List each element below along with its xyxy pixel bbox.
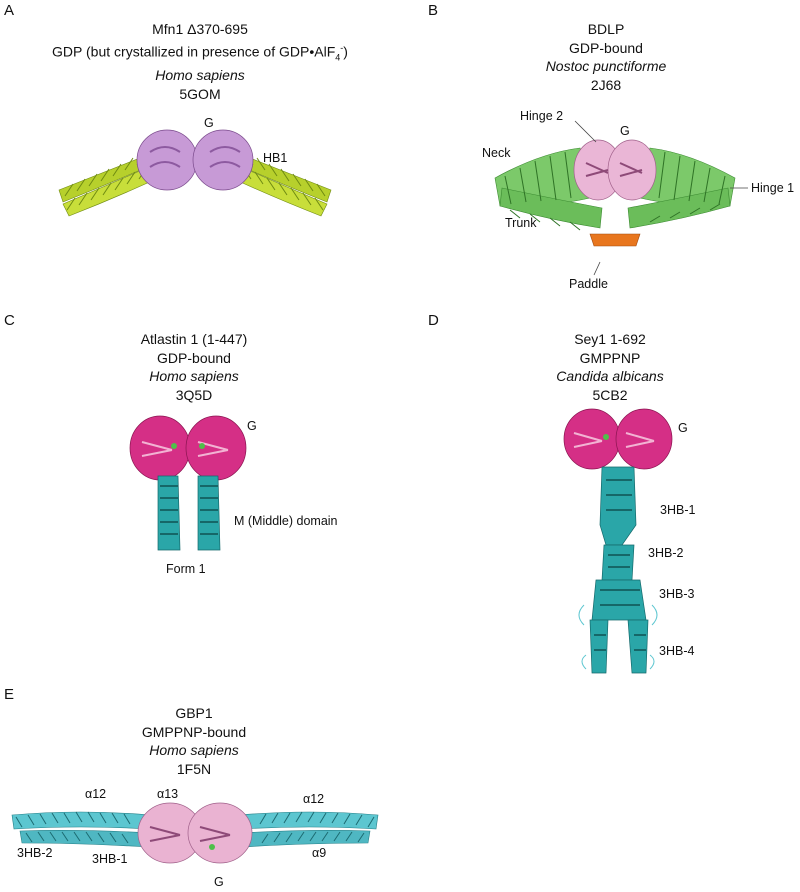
panel-b-state: GDP-bound [569, 39, 643, 56]
sey1-3hb1-label: 3HB-1 [660, 503, 696, 517]
bdlp-neck-label: Neck [482, 146, 511, 160]
panel-a-species: Homo sapiens [155, 67, 245, 84]
sey1-helical-bundles [578, 466, 658, 674]
panel-a-protein: Mfn1 Δ370-695 [152, 21, 248, 37]
panel-letter-e: E [4, 686, 15, 703]
sey1-3hb3-label: 3HB-3 [659, 587, 695, 601]
atlastin-g-domains [129, 415, 247, 481]
bdlp-structure [494, 139, 736, 247]
panel-d-protein: Sey1 1-692 [574, 331, 646, 347]
sey1-3hb2-label: 3HB-2 [648, 546, 684, 560]
panel-letter-d: D [428, 312, 439, 329]
panel-a-caption: Mfn1 Δ370-695 GDP (but crystallized in p… [20, 20, 380, 103]
panel-b-pdb: 2J68 [590, 76, 622, 93]
mfn1-g-domains [136, 129, 254, 191]
panel-e-caption: GBP1 GMPPNP-bound Homo sapiens 1F5N [14, 704, 374, 778]
sey1-3hb4-label: 3HB-4 [659, 644, 695, 658]
gbp1-g-label: G [214, 875, 224, 889]
panel-b-species: Nostoc punctiforme [545, 58, 667, 74]
panel-b-protein: BDLP [587, 21, 625, 37]
sey1-structure [563, 408, 673, 674]
bdlp-trunk-label: Trunk [505, 216, 537, 230]
panel-c-protein: Atlastin 1 (1-447) [140, 331, 248, 347]
bdlp-paddle [589, 233, 641, 247]
bdlp-g-label: G [620, 124, 630, 138]
atlastin-structure [129, 415, 247, 551]
sey1-g-label: G [678, 421, 688, 435]
panel-e-species: Homo sapiens [149, 742, 239, 758]
bdlp-hinge1-label: Hinge 1 [751, 181, 795, 195]
panel-a-pdb: 5GOM [179, 85, 221, 102]
gbp1-3hb2-label: 3HB-2 [17, 846, 53, 860]
sey1-g-domains [563, 408, 673, 470]
atlastin-form-label: Form 1 [166, 562, 206, 576]
panel-e-protein: GBP1 [175, 705, 213, 721]
panel-d-species: Candida albicans [556, 368, 664, 384]
panel-d-state: GMPPNP [579, 349, 641, 366]
gbp1-a9-label: α9 [312, 846, 327, 860]
atlastin-middle-domains [157, 475, 221, 551]
atlastin-middle-label: M (Middle) domain [234, 514, 338, 528]
gbp1-structure [11, 802, 379, 864]
gbp1-left-helices [11, 811, 151, 848]
panel-e-pdb: 1F5N [176, 760, 212, 777]
panel-c-caption: Atlastin 1 (1-447) GDP-bound Homo sapien… [14, 330, 374, 404]
gbp1-g-domains [137, 802, 253, 864]
panel-b-caption: BDLP GDP-bound Nostoc punctiforme 2J68 [426, 20, 786, 94]
panel-letter-a: A [4, 2, 15, 19]
bdlp-hinge2-label: Hinge 2 [520, 109, 564, 123]
gbp1-a12-right-label: α12 [303, 792, 325, 806]
mfn1-g-label: G [204, 116, 214, 130]
panel-c-species: Homo sapiens [149, 368, 239, 384]
bdlp-g-domains [573, 139, 657, 201]
gbp1-a13-label: α13 [157, 787, 179, 801]
gbp1-right-helices [239, 811, 379, 848]
gbp1-3hb1-label: 3HB-1 [92, 852, 128, 866]
panel-letter-c: C [4, 312, 15, 329]
panel-d-pdb: 5CB2 [592, 386, 628, 403]
panel-letter-b: B [428, 2, 439, 19]
panel-c-pdb: 3Q5D [175, 386, 213, 403]
panel-d-caption: Sey1 1-692 GMPPNP Candida albicans 5CB2 [430, 330, 790, 404]
mfn1-hb1-label: HB1 [263, 151, 288, 165]
bdlp-paddle-label: Paddle [569, 277, 608, 291]
panel-e-state: GMPPNP-bound [141, 723, 247, 740]
mfn1-structure [58, 129, 332, 217]
panel-c-state: GDP-bound [157, 349, 231, 366]
atlastin-g-label: G [247, 419, 257, 433]
panel-a-state: GDP (but crystallized in presence of GDP… [52, 42, 348, 62]
gbp1-a12-left-label: α12 [85, 787, 107, 801]
